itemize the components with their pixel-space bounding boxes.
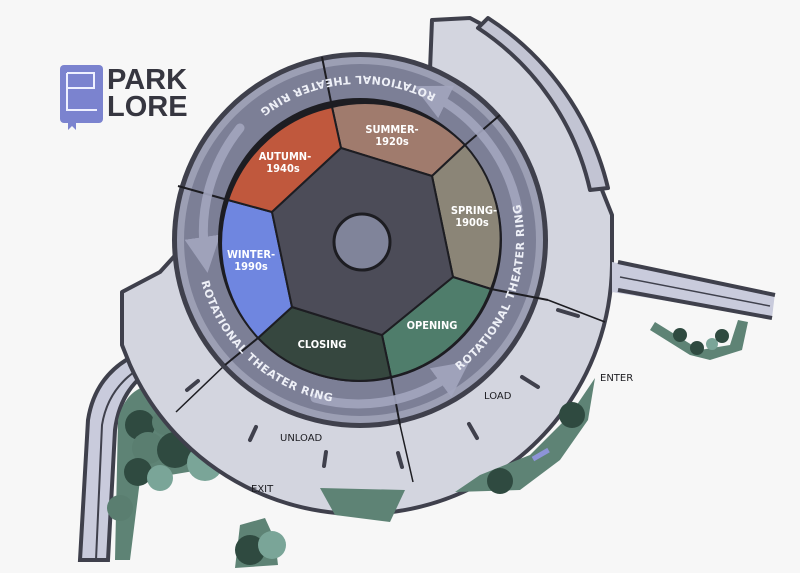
logo-line2: LORE: [107, 91, 188, 123]
stage-label-winter: WINTER-1990s: [227, 248, 275, 273]
stage-label-summer: SUMMER-1920s: [365, 123, 418, 148]
stage-spring[interactable]: [431, 144, 502, 290]
park-lore-logo: PARK LORE: [60, 64, 188, 130]
stage-summer[interactable]: [331, 102, 466, 177]
stage-label-closing: CLOSING: [298, 338, 347, 351]
stage-opening[interactable]: [381, 276, 492, 378]
book-icon: [60, 65, 103, 130]
label-unload: UNLOAD: [280, 433, 323, 444]
trees-right: [235, 320, 748, 568]
label-exit: EXIT: [251, 484, 274, 495]
label-enter: ENTER: [600, 373, 633, 384]
logo-line1: PARK: [107, 64, 187, 96]
platform-ticks: [185, 308, 580, 469]
rotation-arrows: [184, 85, 523, 409]
stage-label-spring: SPRING-1900s: [451, 204, 497, 229]
stage-label-autumn: AUTUMN-1940s: [259, 150, 311, 175]
stage-label-opening: OPENING: [407, 319, 458, 332]
center-pillar: [332, 212, 392, 272]
label-load: LOAD: [484, 391, 512, 402]
stage-autumn[interactable]: [227, 106, 342, 213]
outer-wall-band: [476, 16, 610, 192]
platform-dividers: [175, 299, 606, 483]
stage-closing[interactable]: [257, 306, 392, 382]
stage-winter[interactable]: [220, 199, 293, 339]
entry-bridge: [612, 260, 776, 320]
